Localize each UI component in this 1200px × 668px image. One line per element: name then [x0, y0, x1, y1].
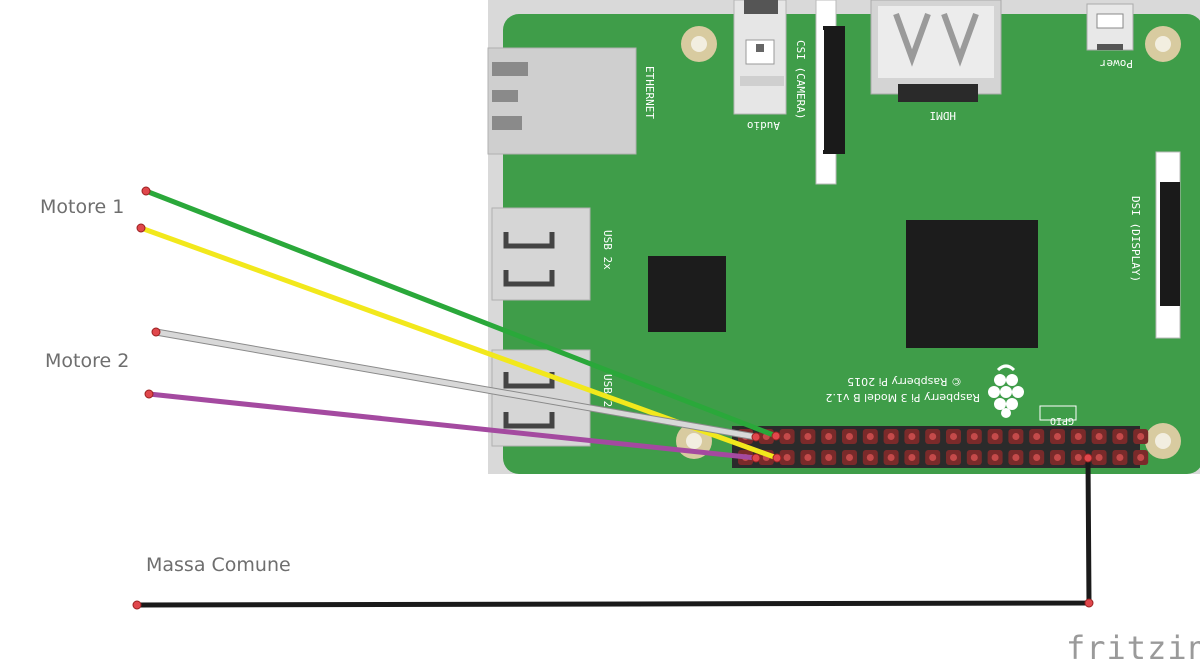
board-copyright-text: © Raspberry Pi 2015 — [847, 375, 962, 388]
csi-label: CSI (CAMERA) — [794, 40, 807, 119]
dsi-label: DSI (DISPLAY) — [1129, 196, 1142, 282]
motor2-label: Motore 2 — [45, 350, 129, 372]
ethernet-label: ETHERNET — [643, 66, 656, 119]
fritzing-watermark: fritzing — [1066, 629, 1200, 667]
mounting-hole-bottom-right — [1145, 423, 1181, 459]
gpio-pin-contact — [1012, 454, 1020, 461]
wire-endpoints — [132, 186, 1094, 610]
gpio-pin-contact — [1012, 433, 1020, 440]
gpio-pin-contact — [846, 433, 853, 440]
main-soc-chip — [906, 220, 1038, 348]
gpio-pin-contact — [1054, 433, 1061, 440]
gpio-label: GPIO — [1050, 415, 1074, 426]
ground-wire[interactable] — [136, 457, 1092, 608]
ethernet-port — [487, 47, 637, 155]
gpio-pin-contact — [1116, 454, 1124, 461]
gpio-pin-contact — [825, 433, 833, 440]
hdmi-port — [870, 0, 1002, 102]
pcb — [503, 14, 1200, 474]
gpio-pin-contact — [783, 433, 791, 440]
gpio-pin-contact — [929, 454, 937, 461]
gpio-pin-contact — [991, 454, 999, 461]
motor1-label: Motore 1 — [40, 196, 124, 218]
motor2-wire-b-end[interactable] — [751, 453, 761, 463]
audio-jack — [733, 0, 787, 115]
gpio-pin-contact — [825, 454, 833, 461]
gpio-pin-contact — [866, 433, 874, 440]
raspberry-logo-icon — [988, 364, 1024, 418]
gpio-pin-contact — [929, 433, 937, 440]
gpio-pin-contact — [804, 454, 812, 461]
gpio-pin-contact — [970, 433, 978, 440]
motor1-wire-b-end[interactable] — [772, 453, 782, 463]
gpio-pin-contact — [908, 454, 916, 461]
gpio-pin-contact — [991, 433, 999, 440]
motor1-wire-a-end[interactable] — [771, 431, 781, 441]
usb-top-label: USB 2x — [601, 230, 614, 270]
wires — [136, 188, 1092, 608]
gpio-pin-contact — [1137, 433, 1145, 440]
dsi-connector — [1155, 151, 1181, 339]
gpio-pin-contact — [866, 454, 874, 461]
power-port — [1086, 3, 1134, 51]
gpio-pin-contact — [1116, 433, 1124, 440]
csi-connector — [815, 0, 845, 185]
gpio-pin-contact — [950, 433, 957, 440]
gpio-label-box: GPIO — [1039, 405, 1077, 426]
gpio-pin-contact — [783, 454, 791, 461]
gpio-pin-contact — [887, 454, 895, 461]
gpio-pin-contact — [804, 433, 812, 440]
common-ground-label: Massa Comune — [146, 554, 291, 576]
board-model-text: Raspberry Pi 3 Model B v1.2 — [826, 391, 980, 404]
motor2-wire-a[interactable] — [153, 329, 759, 440]
mounting-hole-top-left — [681, 26, 717, 62]
motor2-wire-a-start[interactable] — [151, 327, 161, 337]
gpio-pin-contact — [1054, 454, 1061, 461]
gpio-pin-contact — [846, 454, 853, 461]
gpio-pin-contact — [1074, 454, 1082, 461]
ground-wire-bend[interactable] — [1084, 598, 1094, 608]
gpio-pin-contact — [1137, 454, 1145, 461]
gpio-pin-contact — [1095, 454, 1103, 461]
raspberry-pi-board: ETHERNET Audio CSI (CAMERA) HDMI — [487, 0, 1200, 474]
ground-wire-end[interactable] — [132, 600, 142, 610]
hdmi-label: HDMI — [930, 109, 957, 122]
power-label: Power — [1100, 57, 1133, 70]
motor1-wire-a[interactable] — [143, 188, 779, 439]
motor2-wire-b-start[interactable] — [144, 389, 154, 399]
gpio-pin-contact — [1033, 433, 1041, 440]
usb-port-top — [491, 207, 591, 301]
motor2-wire-a-end[interactable] — [751, 432, 761, 442]
ground-wire-start[interactable] — [1083, 453, 1093, 463]
gpio-pin-contact — [970, 454, 978, 461]
mounting-hole-top-right — [1145, 26, 1181, 62]
gpio-pin-contact — [887, 433, 895, 440]
motor2-wire-b[interactable] — [146, 391, 759, 461]
gpio-pin-contact — [908, 433, 916, 440]
motor1-wire-b-start[interactable] — [136, 223, 146, 233]
audio-label: Audio — [747, 119, 780, 132]
small-chip — [648, 256, 726, 332]
gpio-pins — [738, 429, 1149, 465]
gpio-pin-contact — [1074, 433, 1082, 440]
gpio-pin-contact — [950, 454, 957, 461]
motor1-wire-a-start[interactable] — [141, 186, 151, 196]
gpio-pin-contact — [1095, 433, 1103, 440]
gpio-pin-contact — [1033, 454, 1041, 461]
